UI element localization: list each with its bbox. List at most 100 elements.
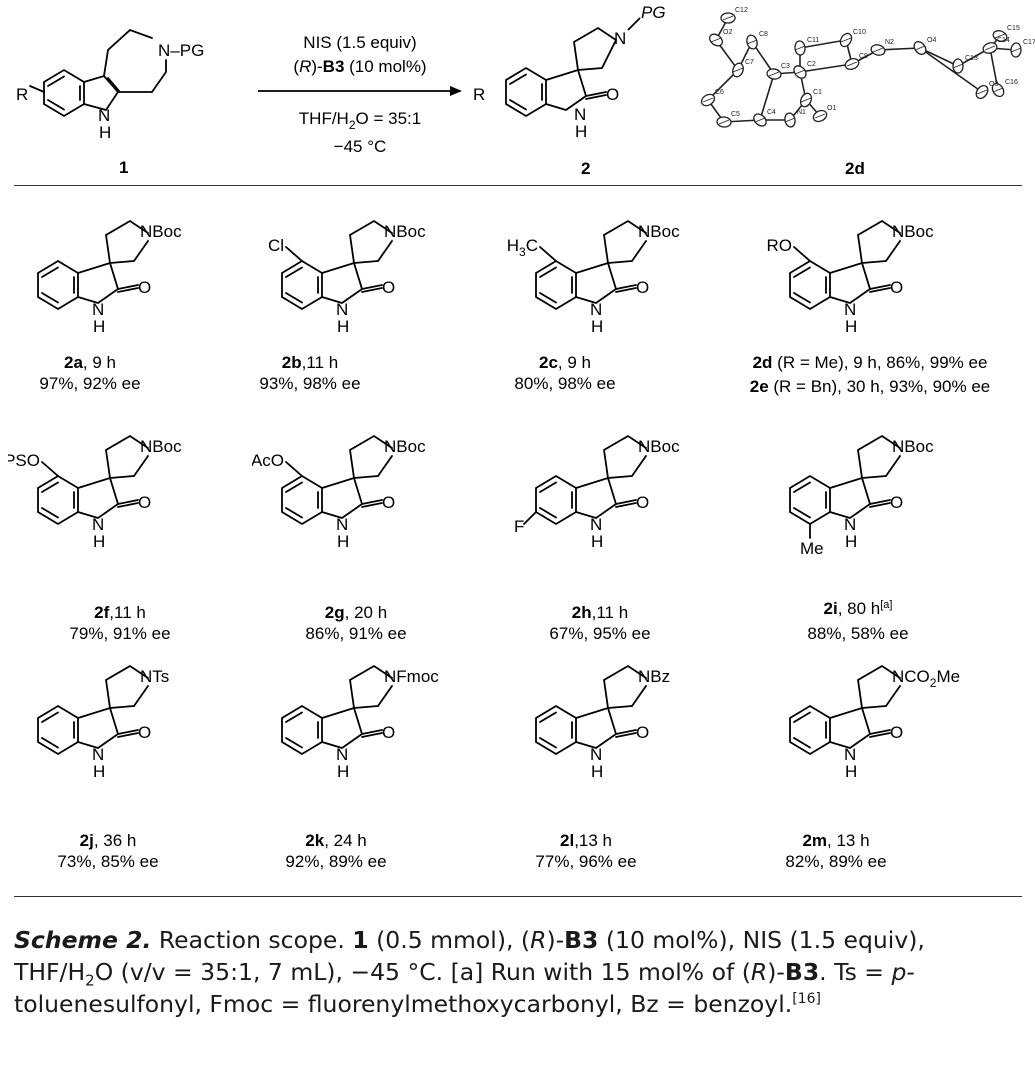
nh-hydrogen: H [337,317,349,336]
ortep-atom-label: C14 [997,37,1010,44]
nh-nitrogen: N [590,745,602,764]
ortep-atom-label: C5 [731,111,740,118]
ortep-atom-label: O4 [927,37,936,44]
caption-2d: 2d (R = Me), 9 h, 86%, 99% ee [752,353,988,372]
carbonyl-oxygen: O [138,278,151,297]
reaction-arrow [258,86,462,96]
protecting-group: NBz [638,667,670,686]
nh-hydrogen: H [591,317,603,336]
nh-nitrogen: N [844,300,856,319]
ortep-atom-label: C16 [1005,79,1018,86]
nh-hydrogen: H [337,762,349,781]
nh-hydrogen: H [591,762,603,781]
nh-nitrogen: N [92,515,104,534]
ortep-atom-label: O3 [989,81,998,88]
nh-hydrogen: H [845,317,857,336]
product-pg: PG [641,3,666,22]
nh-hydrogen: H [591,532,603,551]
caption-2e: 2e (R = Bn), 30 h, 93%, 90% ee [749,377,991,396]
reagent-line-2: (R)-B3 (10 mol%) [293,57,426,76]
ortep-atom-label: N1 [797,109,806,116]
ortep-atom-label: C10 [853,29,866,36]
ortep-atom-label: C7 [745,59,754,66]
caption-2i: 2i, 80 h[a]88%, 58% ee [807,599,909,643]
protecting-group: NBoc [384,437,426,456]
carbonyl-oxygen: O [138,493,151,512]
nh-nitrogen: N [336,300,348,319]
protecting-group: NTs [140,667,169,686]
substituent-5: RO [767,236,793,255]
ortep-atom-label: C11 [807,37,819,44]
ortep-atom-label: C4 [767,109,776,116]
ortep-atom-label: C6 [715,89,724,96]
protecting-group: NBoc [638,437,680,456]
molecule-2f: ONHNBocTIPSO [8,434,182,551]
product-nh-n: N [574,105,586,124]
protecting-group: NBoc [384,222,426,241]
nh-hydrogen: H [845,762,857,781]
nh-nitrogen: N [590,300,602,319]
product-compound-id: 2 [581,159,590,178]
nh-hydrogen: H [93,532,105,551]
molecule-2k: O NH NFmoc [281,664,439,781]
protecting-group: NBoc [892,437,934,456]
nh-hydrogen: H [337,532,349,551]
carbonyl-oxygen: O [636,493,649,512]
protecting-group: NCO2Me [892,667,960,690]
ortep-atom-label: C9 [859,53,868,60]
product-n: N [614,29,626,48]
substituent-7: Me [800,539,824,558]
crystal-compound-id: 2d [845,159,865,178]
ortep-atom-label: C1 [813,89,822,96]
ortep-atom-label: C13 [965,55,978,62]
carbonyl-oxygen: O [890,278,903,297]
molecule-2l: O NH NBz [535,664,670,781]
carbonyl-oxygen: O [890,723,903,742]
carbonyl-oxygen: O [382,493,395,512]
ortep-atom-label: C15 [1007,25,1020,32]
sm-nh-n: N [98,106,110,125]
ortep-atom-label: C2 [807,61,816,68]
nh-nitrogen: N [336,515,348,534]
carbonyl-oxygen: O [636,278,649,297]
carbonyl-oxygen: O [138,723,151,742]
substituent-5: TIPSO [8,451,40,470]
carbonyl-oxygen: O [382,278,395,297]
carbonyl-oxygen: O [382,723,395,742]
sm-R-label: R [16,85,28,104]
nh-nitrogen: N [92,745,104,764]
protecting-group: NFmoc [384,667,439,686]
product-nh-h: H [575,122,587,141]
molecule-2m: O NH NCO2Me [789,664,960,781]
reaction-scheme: R N H N–PG 1 NIS (1.5 equiv) (R)-B3 (10 … [16,3,1035,178]
ortep-atom-label: C3 [781,63,790,70]
reagent-line-1: NIS (1.5 equiv) [303,33,416,52]
sm-nh-h: H [99,123,111,142]
ortep-atom-label: C8 [759,31,768,38]
nh-nitrogen: N [590,515,602,534]
nh-nitrogen: N [844,515,856,534]
substituent-5: H3C [507,236,538,259]
nh-nitrogen: N [92,300,104,319]
ortep-atom-label: C17 [1023,39,1035,46]
nh-nitrogen: N [336,745,348,764]
carbonyl-oxygen: O [636,723,649,742]
ortep-atom-label: N2 [885,39,894,46]
protecting-group: NBoc [892,222,934,241]
nh-nitrogen: N [844,745,856,764]
sm-compound-id: 1 [119,158,128,177]
